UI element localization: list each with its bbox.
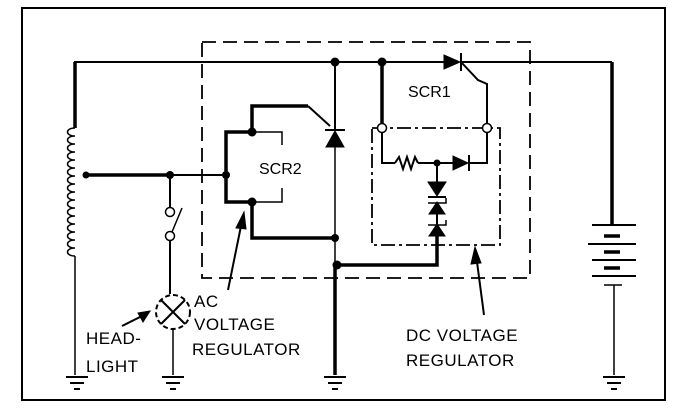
ac-regulator-label-line1: AC [194, 292, 219, 311]
ac-regulator-label-line2: VOLTAGE [194, 315, 275, 334]
dc-regulator-return-wire [337, 232, 439, 267]
scr1-thyristor [377, 53, 488, 124]
scr2-block [222, 104, 335, 240]
ac-regulator-pointer-arrow [227, 210, 247, 291]
scr1-label: SCR1 [408, 84, 451, 101]
headlight-pointer-arrow [121, 310, 152, 327]
dc-regulator-pointer-arrow [470, 245, 485, 316]
main-bus-wire [74, 61, 614, 225]
generator-coil [66, 62, 90, 375]
ground-battery-icon [603, 376, 625, 390]
dc-regulator-block [371, 122, 501, 246]
scr2-label: SCR2 [259, 161, 302, 178]
coil-tap-wire [86, 171, 226, 179]
headlight-label-line1: HEAD- [86, 329, 141, 348]
ground-coil-icon [66, 376, 88, 390]
ground-regulator-icon [324, 376, 346, 390]
outer-loop-wire [21, 7, 666, 401]
scr2-thyristor [325, 57, 345, 375]
ground-lamp-icon [162, 376, 184, 390]
dc-regulator-label-line2: REGULATOR [406, 351, 515, 370]
battery [588, 224, 636, 375]
ac-regulator-label-line3: REGULATOR [192, 340, 301, 359]
headlight-label-line2: LIGHT [86, 357, 139, 376]
dc-regulator-label-line1: DC VOLTAGE [406, 326, 518, 345]
headlight-switch [164, 175, 183, 294]
headlight-lamp [155, 294, 191, 375]
regulator-unit-boundary [201, 41, 531, 279]
